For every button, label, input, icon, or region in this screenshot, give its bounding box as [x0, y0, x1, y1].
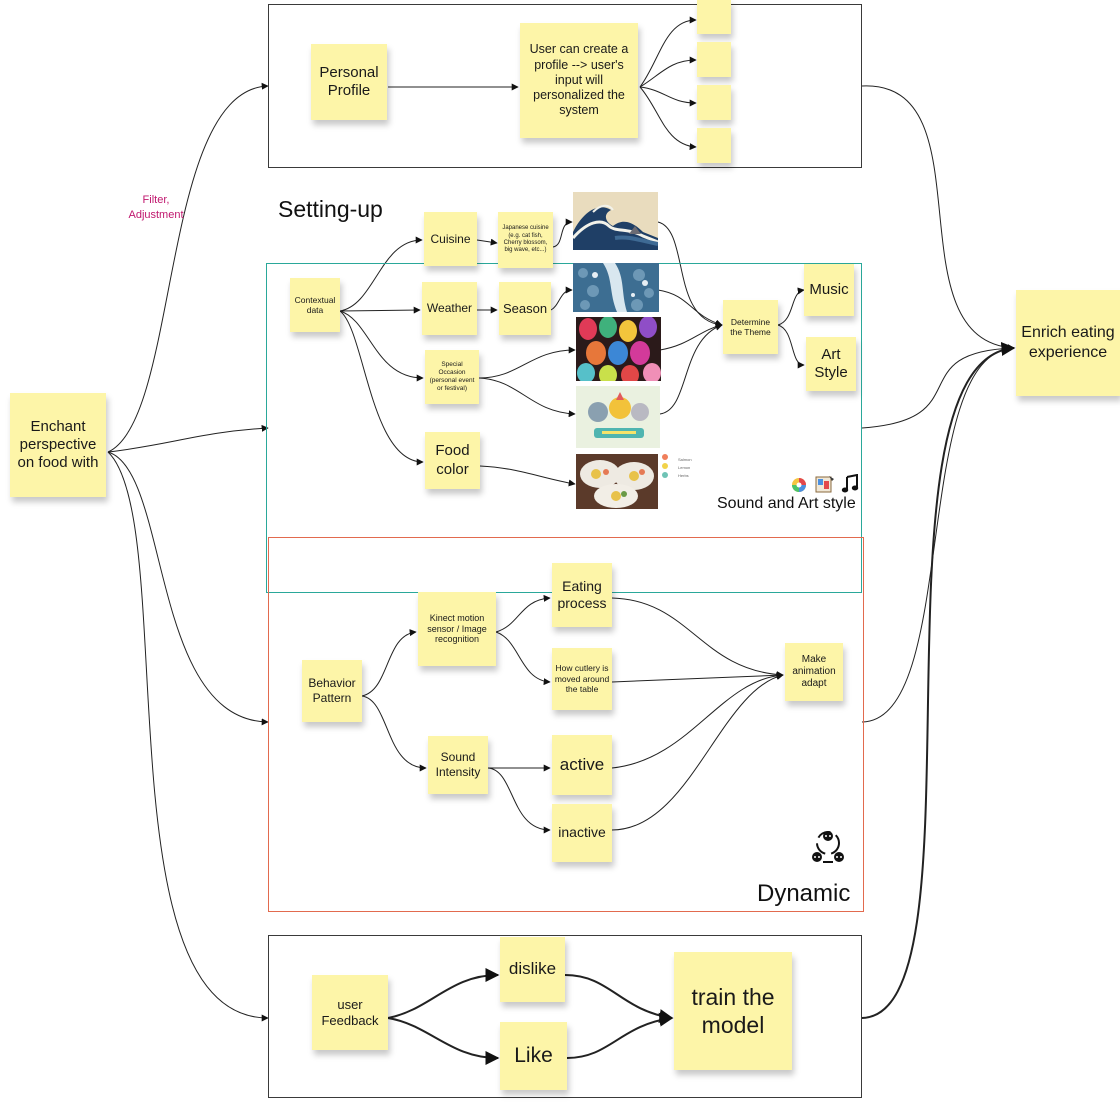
edge-like-train [566, 1012, 674, 1059]
edge-contextual-cuisine [339, 236, 423, 312]
make-animation-sticky[interactable]: Make animation adapt [785, 643, 843, 701]
edge-enchant-settingup [107, 424, 269, 453]
user-profile-sticky[interactable]: User can create a profile --> user's inp… [520, 23, 638, 138]
season-sticky[interactable]: Season [499, 282, 551, 335]
determine-theme-sticky[interactable]: Determine the Theme [723, 300, 778, 354]
edge-season-image [550, 286, 573, 311]
profile-frame [268, 4, 862, 168]
food-color-sticky[interactable]: Food color [425, 432, 480, 489]
kinect-sticky[interactable]: Kinect motion sensor / Image recognition [418, 592, 496, 666]
edge-contextual-weather [339, 306, 421, 314]
edge-theme-art [777, 324, 805, 369]
edge-kinect-cutlery [495, 631, 551, 686]
output-box-4[interactable] [697, 128, 731, 163]
legend-dot-lemon [662, 463, 668, 469]
edge-behavior-kinect [361, 629, 417, 697]
legend-dot-herbs [662, 472, 668, 478]
edge-kinect-eating [495, 594, 551, 633]
edge-special-birthday [478, 377, 576, 418]
edge-contextual-food [339, 310, 424, 466]
edge-behavior-sound [361, 695, 427, 772]
art-icon [815, 476, 834, 493]
enchant-sticky[interactable]: Enchant perspective on food with [10, 393, 106, 497]
enrich-sticky[interactable]: Enrich eating experience [1016, 290, 1120, 396]
cuisine-sticky[interactable]: Cuisine [424, 212, 477, 266]
dynamic-title: Dynamic [757, 880, 851, 907]
edge-theme-music [777, 287, 805, 326]
output-box-2[interactable] [697, 42, 731, 77]
edge-user-box4 [639, 86, 697, 151]
dynamic-frame [268, 537, 864, 912]
feedback-frame [268, 935, 862, 1098]
edge-eating-anim [611, 597, 784, 679]
eating-process-sticky[interactable]: Eating process [552, 563, 612, 627]
edge-food-image [479, 465, 576, 487]
special-occasion-sticky[interactable]: Special Occasion (personal event or fest… [425, 350, 479, 404]
edge-user-box2 [639, 56, 697, 88]
edge-inactive-anim [611, 673, 784, 831]
edge-enchant-dynamic [107, 451, 269, 726]
edge-dislike-train [564, 974, 674, 1023]
edge-dynamic-enrich [861, 344, 1015, 723]
edge-birthday-theme [659, 323, 723, 415]
legend-dot-salmon [662, 454, 668, 460]
behavior-pattern-sticky[interactable]: Behavior Pattern [302, 660, 362, 722]
personal-profile-sticky[interactable]: Personal Profile [311, 44, 387, 120]
edge-enchant-feedback [107, 451, 269, 1022]
edge-cuisine-japanese [476, 238, 498, 246]
user-feedback-sticky[interactable]: user Feedback [312, 975, 388, 1050]
contextual-data-sticky[interactable]: Contextual data [290, 278, 340, 332]
dislike-sticky[interactable]: dislike [500, 937, 565, 1002]
edge-user-box1 [639, 16, 697, 88]
setting-up-title: Setting-up [278, 196, 383, 222]
edge-user-box3 [639, 86, 697, 107]
edge-active-anim [611, 672, 784, 769]
network-icon [812, 831, 844, 863]
legend-lemon: Lemon [678, 465, 691, 470]
sound-art-label: Sound and Art style [717, 495, 856, 512]
inactive-sticky[interactable]: inactive [552, 804, 612, 862]
legend-salmon: Salmon [678, 457, 692, 462]
edge-feedback-dislike [387, 968, 500, 1019]
active-sticky[interactable]: active [552, 735, 612, 795]
weather-sticky[interactable]: Weather [422, 282, 477, 335]
edge-enchant-profile [107, 82, 269, 453]
edge-feedback-like [387, 1017, 500, 1065]
edge-contextual-special [339, 310, 424, 382]
filter-adjustment-note: Filter, Adjustment [128, 194, 184, 221]
great-wave-image [573, 192, 658, 250]
output-box-3[interactable] [697, 85, 731, 120]
edge-settingup-enrich [861, 344, 1015, 429]
edge-japanese-image [552, 218, 573, 248]
color-wheel-icon [792, 478, 806, 492]
edge-train-enrich [861, 342, 1016, 1019]
sound-intensity-sticky[interactable]: Sound Intensity [428, 736, 488, 794]
like-sticky[interactable]: Like [500, 1022, 567, 1090]
edge-special-eggs [478, 346, 576, 379]
snowy-forest-image [573, 263, 659, 312]
edge-wave-theme [657, 221, 723, 328]
food-dish-image [576, 454, 658, 509]
birthday-image [576, 386, 660, 448]
cutlery-sticky[interactable]: How cutlery is moved around the table [552, 648, 612, 710]
edge-snow-theme [657, 289, 723, 327]
japanese-cuisine-sticky[interactable]: Japanese cuisine (e.g. cat fish, Cherry … [498, 212, 553, 268]
edge-sound-inactive [487, 767, 551, 834]
legend-herbs: Herbs [678, 473, 689, 478]
train-model-sticky[interactable]: train the model [674, 952, 792, 1070]
music-note-icon [841, 474, 859, 493]
music-sticky[interactable]: Music [804, 264, 854, 316]
edge-cutlery-anim [611, 671, 784, 683]
art-style-sticky[interactable]: Art Style [806, 337, 856, 391]
easter-eggs-image [576, 317, 661, 381]
output-box-1[interactable] [697, 0, 731, 34]
edge-profile-enrich [861, 85, 1015, 352]
